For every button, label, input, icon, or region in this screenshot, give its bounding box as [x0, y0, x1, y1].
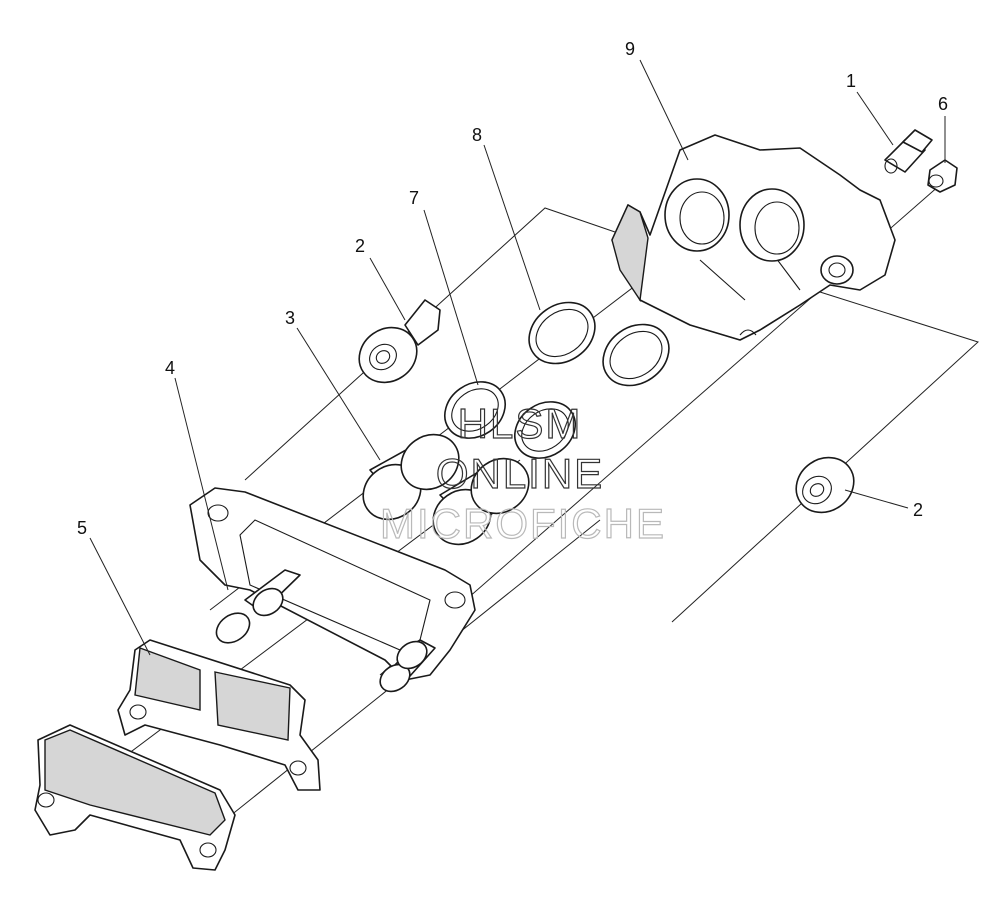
watermark-line-1: HLSM: [458, 400, 583, 447]
bleeder-cap: [927, 159, 958, 193]
watermark: HLSM ONLINE MICROFICHE: [379, 399, 666, 547]
caliper-body: [611, 134, 896, 341]
callout-2-upper: 2: [355, 236, 365, 256]
callout-4: 4: [165, 358, 175, 378]
callout-3: 3: [285, 308, 295, 328]
piston-seals: [528, 301, 670, 387]
callout-leaders: [89, 59, 946, 656]
callout-9: 9: [625, 39, 635, 59]
brake-pad-inner: [117, 639, 321, 791]
bleeder-screw: [884, 129, 933, 174]
callout-2-lower: 2: [913, 500, 923, 520]
callout-5: 5: [77, 518, 87, 538]
callout-labels: 1 6 9 8 7 2 3 4 5 2: [77, 39, 948, 538]
callout-8: 8: [472, 125, 482, 145]
watermark-line-3: MICROFICHE: [380, 500, 666, 547]
watermark-line-2: ONLINE: [436, 450, 604, 497]
pistons: [362, 433, 530, 546]
caliper-bracket: [189, 487, 476, 693]
callout-7: 7: [409, 188, 419, 208]
callout-1: 1: [846, 71, 856, 91]
slide-pin-boot-lower: [795, 456, 855, 514]
brake-pad-outer: [34, 724, 236, 871]
dust-seals: [444, 381, 576, 459]
slide-pin-boot-upper: [358, 299, 441, 384]
callout-6: 6: [938, 94, 948, 114]
